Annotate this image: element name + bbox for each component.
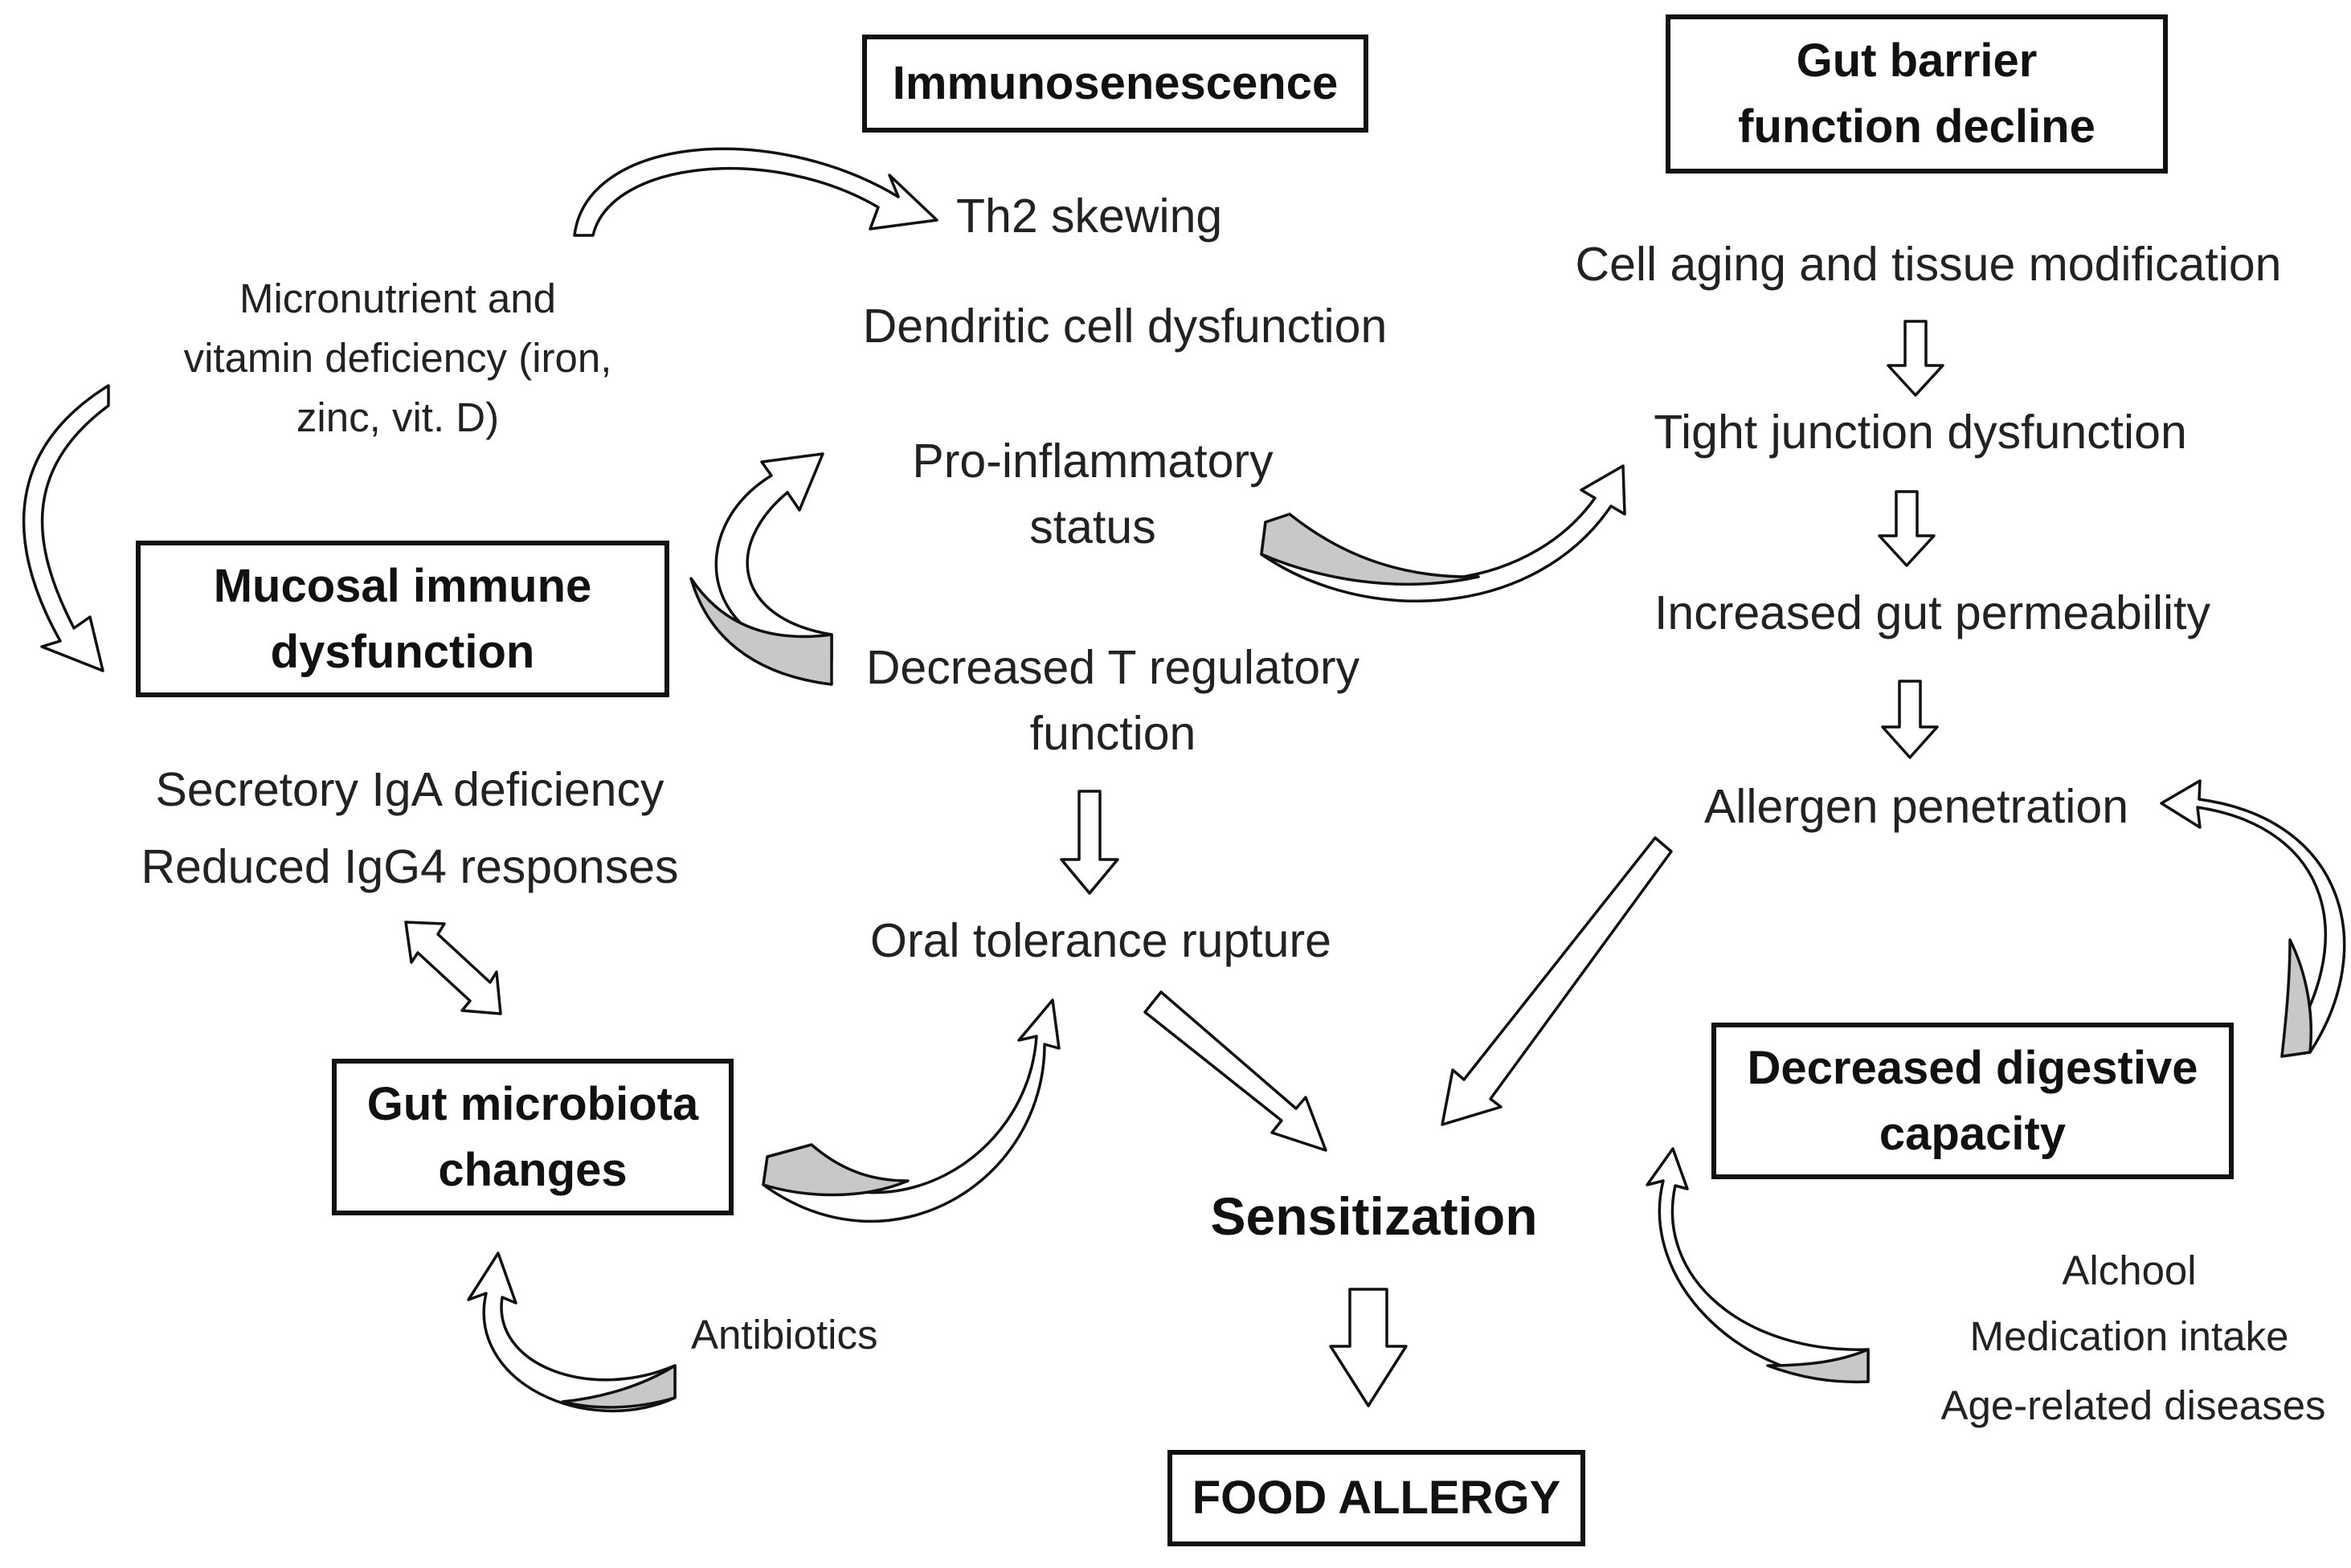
gut-microbiota-box: Gut microbiota changes	[332, 1059, 734, 1215]
micronutrient-line1: Micronutrient and	[239, 276, 557, 321]
allergen-penetration-label: Allergen penetration	[1703, 780, 2129, 833]
alcohol-label: Alchool	[2062, 1247, 2197, 1293]
microbiota-line1: Gut microbiota	[366, 1077, 699, 1130]
curved-arrow-antibiotics-to-microbiota	[467, 1252, 677, 1412]
microbiota-line2: changes	[438, 1143, 628, 1196]
antibiotics-label: Antibiotics	[691, 1312, 878, 1358]
curved-arrow-tail-digestive	[2280, 938, 2313, 1058]
micronutrient-label: Micronutrient and vitamin deficiency (ir…	[145, 269, 651, 447]
treg-line2: function	[1029, 707, 1196, 760]
curved-arrow-micronutrient-to-th2	[573, 147, 938, 237]
immunosenescence-label: Immunosenescence	[892, 57, 1339, 109]
gut-barrier-line1: Gut barrier	[1796, 35, 2038, 87]
age-diseases-label: Age-related diseases	[1940, 1382, 2326, 1428]
immunosenescence-box: Immunosenescence	[862, 35, 1368, 133]
pro-inflammatory-line1: Pro-inflammatory	[912, 435, 1274, 488]
curved-arrow-digestive-to-allergen	[2160, 779, 2346, 1058]
th2-skewing-label: Th2 skewing	[956, 190, 1223, 243]
curved-arrow-tail-microbiota	[762, 1143, 910, 1197]
curved-arrow-tail-proinflammatory	[1260, 512, 1480, 586]
mucosal-line1: Mucosal immune	[213, 559, 592, 612]
pro-inflammatory-line2: status	[1029, 500, 1156, 553]
gut-barrier-line2: function decline	[1738, 100, 2095, 153]
mucosal-immune-box: Mucosal immune dysfunction	[136, 541, 669, 697]
curved-arrow-to-mucosal	[22, 384, 110, 672]
permeability-label: Increased gut permeability	[1654, 586, 2210, 639]
sensitization-label: Sensitization	[1210, 1186, 1538, 1246]
gut-barrier-box: Gut barrier function decline	[1666, 14, 2168, 174]
curved-arrow-tail-factors	[1766, 1348, 1870, 1384]
micronutrient-line2: vitamin deficiency (iron,	[183, 335, 612, 381]
decreased-digestive-box: Decreased digestive capacity	[1711, 1023, 2234, 1179]
curved-arrow-factors-to-digestive	[1646, 1147, 1870, 1383]
pro-inflammatory-label: Pro-inflammatory status	[852, 428, 1334, 560]
curved-arrow-microbiota-to-oral-tolerance	[762, 998, 1061, 1223]
treg-line1: Decreased T regulatory	[865, 641, 1360, 694]
diagonal-arrow-allergen-to-sensitization	[1441, 836, 1673, 1126]
down-arrow-sensitization	[1329, 1288, 1408, 1407]
digestive-line2: capacity	[1879, 1107, 2067, 1160]
down-arrow-treg	[1060, 790, 1119, 895]
food-allergy-box: FOOD ALLERGY	[1167, 1450, 1585, 1546]
cell-aging-label: Cell aging and tissue modification	[1575, 238, 2282, 291]
oral-tolerance-label: Oral tolerance rupture	[870, 914, 1331, 967]
curved-arrow-tail-treg	[689, 577, 833, 686]
treg-label: Decreased T regulatory function	[828, 635, 1398, 766]
digestive-line1: Decreased digestive	[1747, 1041, 2198, 1094]
down-arrow-cell-aging	[1887, 320, 1944, 397]
down-arrow-tight-junction	[1878, 490, 1936, 567]
down-arrow-permeability	[1881, 680, 1939, 759]
secretory-iga-label: Secretory IgA deficiency	[155, 763, 664, 816]
igg4-label: Reduced IgG4 responses	[141, 840, 679, 893]
medication-label: Medication intake	[1969, 1313, 2289, 1359]
dendritic-cell-label: Dendritic cell dysfunction	[862, 300, 1388, 353]
double-arrow-mucosal-microbiota	[404, 921, 502, 1015]
diagonal-arrow-oral-tolerance-to-sensitization	[1143, 990, 1327, 1152]
mucosal-line2: dysfunction	[270, 625, 535, 678]
micronutrient-line3: zinc, vit. D)	[296, 394, 500, 440]
tight-junction-label: Tight junction dysfunction	[1654, 406, 2187, 459]
curved-arrow-tail-antibiotics	[561, 1364, 677, 1409]
food-allergy-label: FOOD ALLERGY	[1192, 1472, 1561, 1524]
